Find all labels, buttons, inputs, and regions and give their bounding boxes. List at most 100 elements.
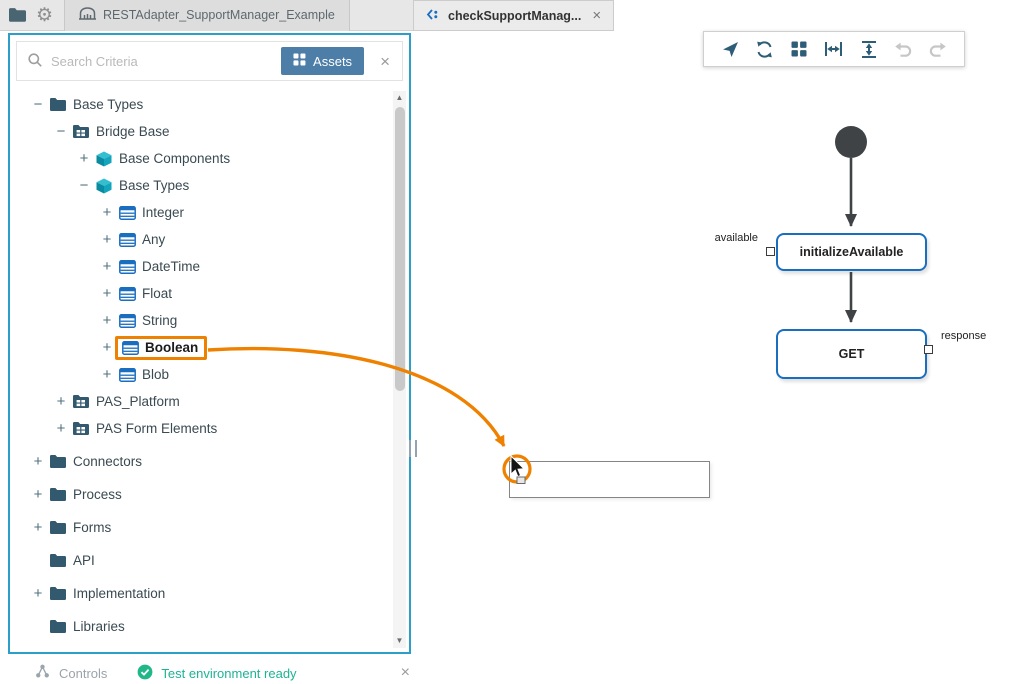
bridge-icon [79, 7, 96, 23]
folder-icon [48, 519, 68, 537]
editor-tab[interactable]: checkSupportManag... × [413, 0, 615, 31]
class-icon [117, 312, 137, 330]
tree-item-base-components[interactable]: + Base Components [12, 145, 391, 172]
tree-item-blob[interactable]: +Blob [12, 361, 391, 388]
tree-expand-toggle[interactable]: + [56, 420, 66, 437]
tree-item-label: Integer [142, 205, 185, 220]
package-icon [94, 150, 114, 168]
drag-source-highlight: Boolean [115, 335, 208, 360]
tree-item-label: Bridge Base [96, 124, 170, 139]
tree-item-api[interactable]: API [12, 547, 391, 574]
scroll-down-icon[interactable]: ▼ [395, 636, 404, 645]
tree-expand-toggle[interactable]: + [33, 486, 43, 503]
fit-height-icon[interactable] [857, 37, 881, 61]
assets-panel: Assets × −Base Types−Bridge Base+Base Co… [8, 33, 411, 654]
tree-item-bridge-base[interactable]: − Bridge Base [12, 118, 391, 145]
scrollbar-thumb[interactable] [394, 107, 405, 391]
tree-expand-toggle[interactable]: + [102, 339, 112, 356]
diagram-toolbar [703, 31, 965, 67]
panel-scrollbar[interactable]: ▲ ▼ [393, 91, 406, 648]
tree-item-label: Any [142, 232, 166, 247]
tree-expand-toggle[interactable]: + [56, 393, 66, 410]
tree-expand-toggle[interactable]: + [33, 585, 43, 602]
tree-expand-toggle[interactable]: − [56, 123, 66, 140]
redo-icon[interactable] [926, 37, 950, 61]
tree-expand-toggle[interactable]: − [79, 177, 89, 194]
assets-button[interactable]: Assets [281, 47, 365, 75]
tree-expand-toggle[interactable]: + [33, 453, 43, 470]
tree-item-implementation[interactable]: + Implementation [12, 580, 391, 607]
node-get[interactable]: GET [776, 329, 927, 379]
tree-expand-toggle[interactable]: + [33, 519, 43, 536]
undo-icon[interactable] [891, 37, 915, 61]
tree-item-body: Forms [46, 519, 111, 537]
gear-icon[interactable]: ⚙ [35, 4, 54, 26]
tree-item-pas-platform[interactable]: + PAS_Platform [12, 388, 391, 415]
tree-item-connectors[interactable]: + Connectors [12, 448, 391, 475]
tree-item-datetime[interactable]: + DateTime [12, 253, 391, 280]
tree-item-label: DateTime [142, 259, 201, 274]
tree-expand-toggle[interactable]: + [102, 312, 112, 329]
tree-item-body: Process [46, 486, 122, 504]
tree-item-label: Base Components [119, 151, 231, 166]
tree-expand-toggle[interactable]: − [33, 96, 43, 113]
port-available[interactable] [766, 247, 775, 256]
tree-item-label: Libraries [73, 619, 125, 634]
tree-item-integer[interactable]: + Integer [12, 199, 391, 226]
tree-expand-toggle[interactable]: + [102, 204, 112, 221]
tree-item-string[interactable]: +String [12, 307, 391, 334]
class-icon [117, 204, 137, 222]
tree-expand-toggle[interactable]: + [102, 258, 112, 275]
panel-resize-handle[interactable] [409, 440, 417, 457]
tree-item-label: Boolean [145, 340, 199, 355]
close-icon[interactable]: × [400, 664, 410, 681]
tree-item-label: PAS Form Elements [96, 421, 218, 436]
project-tab-label: RESTAdapter_SupportManager_Example [103, 8, 335, 22]
refresh-icon[interactable] [753, 37, 777, 61]
tree-item-label: Connectors [73, 454, 143, 469]
tree-expand-toggle[interactable]: + [102, 366, 112, 383]
tree-item-body: Any [115, 231, 165, 249]
fit-width-icon[interactable] [822, 37, 846, 61]
check-circle-icon [137, 664, 153, 683]
tree-item-forms[interactable]: + Forms [12, 514, 391, 541]
node-initializeAvailable[interactable]: initializeAvailable [776, 233, 927, 271]
status-message: Test environment ready [161, 665, 297, 681]
tree-item-label: Forms [73, 520, 112, 535]
tree-item-pas-form-elements[interactable]: + PAS Form Elements [12, 415, 391, 442]
tree-item-label: Process [73, 487, 122, 502]
tree-item-label: Implementation [73, 586, 166, 601]
port-response[interactable] [924, 345, 933, 354]
top-toolbar: ⚙ RESTAdapter_SupportManager_Example [0, 0, 413, 31]
scroll-up-icon[interactable]: ▲ [395, 93, 404, 102]
navigate-icon[interactable] [718, 37, 742, 61]
node-label: initializeAvailable [799, 245, 904, 259]
tree-item-base-types[interactable]: −Base Types [12, 172, 391, 199]
tree-item-base-types[interactable]: −Base Types [12, 91, 391, 118]
asset-tree: −Base Types−Bridge Base+Base Components−… [12, 91, 391, 648]
tree-item-float[interactable]: +Float [12, 280, 391, 307]
tree-item-process[interactable]: + Process [12, 481, 391, 508]
folder-grid-icon [71, 123, 91, 141]
tree-item-label: PAS_Platform [96, 394, 180, 409]
tree-expand-toggle[interactable]: + [102, 285, 112, 302]
close-icon[interactable]: × [592, 7, 602, 24]
node-label: GET [838, 347, 865, 361]
search-input[interactable] [51, 53, 274, 69]
folder-grid-icon [71, 420, 91, 438]
tree-item-libraries[interactable]: Libraries [12, 613, 391, 640]
tree-item-any[interactable]: + Any [12, 226, 391, 253]
tree-item-body: PAS Form Elements [69, 420, 217, 438]
tree-expand-toggle[interactable]: + [102, 231, 112, 248]
tree-item-boolean[interactable]: + Boolean [12, 334, 391, 361]
grid-layout-icon[interactable] [787, 37, 811, 61]
assets-grid-icon [293, 53, 306, 69]
tree-expand-toggle[interactable]: + [79, 150, 89, 167]
project-tab[interactable]: RESTAdapter_SupportManager_Example [64, 0, 350, 31]
diagram-canvas[interactable] [413, 31, 1034, 684]
tree-item-body: Integer [115, 204, 184, 222]
folder-icon[interactable] [4, 2, 31, 29]
editor-tab-label: checkSupportManag... [448, 8, 582, 23]
close-icon[interactable]: × [380, 51, 390, 71]
